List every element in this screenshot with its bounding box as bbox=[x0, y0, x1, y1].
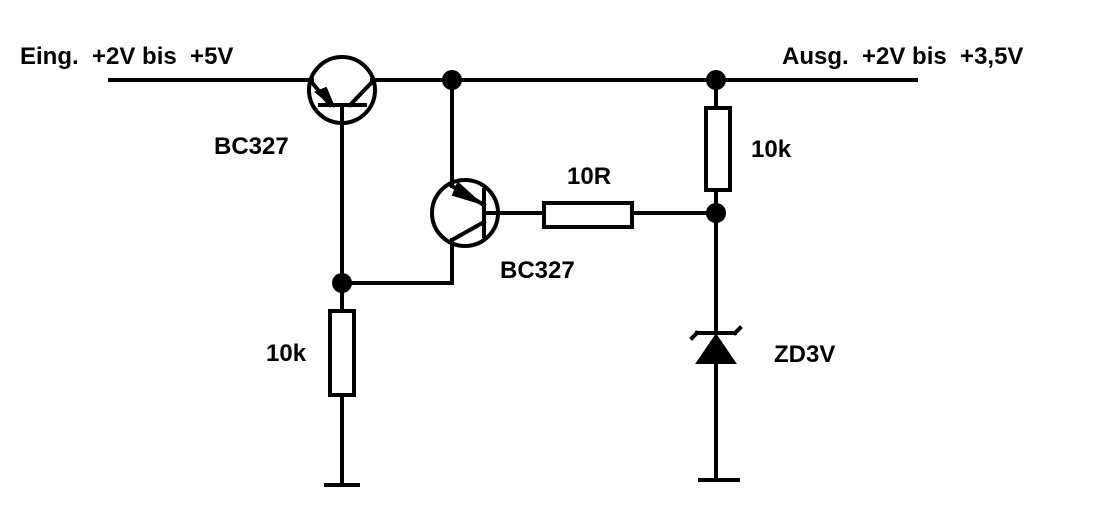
right-branch bbox=[704, 70, 732, 335]
transistor-1-symbol bbox=[307, 55, 377, 285]
input-label: Eing. +2V bis +5V bbox=[20, 43, 233, 70]
zener-symbol bbox=[689, 325, 743, 482]
transistor-2-label: BC327 bbox=[500, 257, 575, 284]
resistor-right-label: 10k bbox=[751, 136, 792, 163]
output-label: Ausg. +2V bis +3,5V bbox=[782, 43, 1023, 70]
resistor-base-label: 10R bbox=[567, 163, 611, 190]
resistor-10r-symbol bbox=[542, 201, 718, 229]
transistor-1-label: BC327 bbox=[214, 133, 289, 160]
zener-label: ZD3V bbox=[774, 341, 835, 368]
resistor-left-label: 10k bbox=[266, 340, 307, 367]
transistor-2-symbol bbox=[430, 178, 546, 285]
resistor-left-symbol bbox=[324, 309, 360, 487]
left-node bbox=[332, 273, 454, 313]
middle-branch bbox=[442, 70, 462, 188]
resistor-right-symbol bbox=[704, 106, 732, 192]
